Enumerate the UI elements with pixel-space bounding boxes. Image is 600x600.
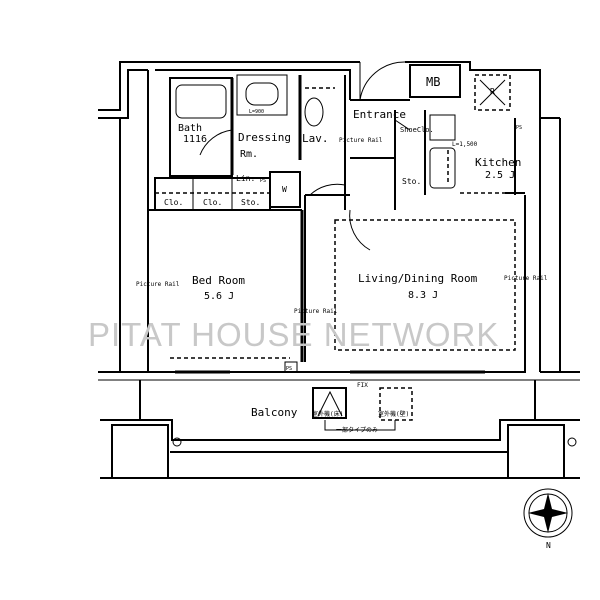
ac-note-label: 一部タイプのみ: [336, 426, 378, 434]
picture-rail-label: Picture Rail: [294, 308, 338, 315]
fix-window-label: FIX: [357, 382, 368, 389]
picture-rail-label: Picture Rail: [339, 137, 383, 144]
closet-label: Clo.: [164, 198, 183, 207]
kitchen-label: Kitchen: [475, 156, 521, 169]
ps-label: PS: [260, 178, 266, 184]
kitchen-counter-length: L=1,500: [452, 141, 478, 148]
mb-label: MB: [426, 75, 440, 89]
bath-size: 1116: [183, 134, 207, 145]
compass-icon: N: [523, 488, 573, 550]
ac-unit-wall-label: 室外機(壁): [378, 410, 409, 418]
picture-rail-label: Picture Rail: [136, 281, 180, 288]
picture-rail-label: Picture Rail: [504, 275, 548, 282]
living-dining-label: Living/Dining Room: [358, 272, 478, 285]
exterior-walls: [98, 61, 580, 381]
ps-label: PS: [516, 125, 522, 131]
ac-unit-floor-label: 室外機(床): [312, 410, 343, 418]
compass-north-label: N: [546, 541, 551, 550]
storage-label: Sto.: [402, 177, 421, 186]
dressing-counter-length: L=900: [249, 109, 264, 115]
entrance-label: Entrance: [353, 108, 406, 121]
closet-label: Clo.: [203, 198, 222, 207]
linen-label: Lin.: [236, 174, 255, 183]
ps-label: PS: [286, 366, 292, 372]
refrigerator-label: R: [490, 87, 495, 96]
storage-label: Sto.: [241, 198, 260, 207]
bedroom-label: Bed Room: [192, 274, 245, 287]
dressing-label: Dressing: [238, 131, 291, 144]
shoe-closet-label: ShoeClo.: [400, 126, 434, 134]
kitchen-size: 2.5 J: [485, 170, 515, 181]
living-dining-size: 8.3 J: [408, 290, 438, 301]
bath-label: Bath: [178, 123, 202, 134]
bedroom-size: 5.6 J: [204, 291, 234, 302]
balcony-label: Balcony: [251, 406, 298, 419]
interior-walls: [148, 64, 525, 374]
watermark: PITAT HOUSE NETWORK: [88, 316, 499, 353]
dressing-label-2: Rm.: [240, 149, 258, 160]
washer-label: W: [282, 185, 287, 194]
doors: [199, 61, 411, 251]
balcony-structure: [100, 380, 580, 479]
lav-label: Lav.: [302, 132, 329, 145]
